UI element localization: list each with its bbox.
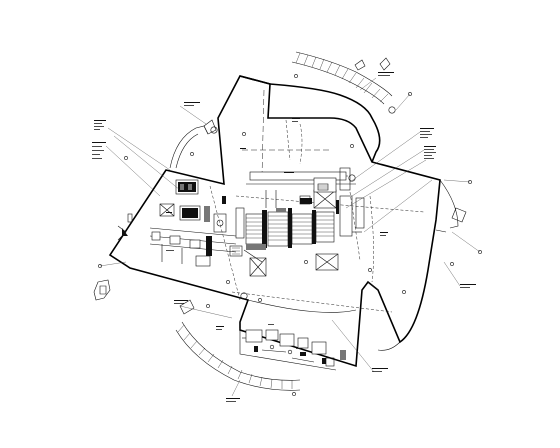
left-equipment-room bbox=[149, 179, 237, 267]
callout-circles bbox=[210, 106, 396, 300]
lower-right-curve bbox=[367, 281, 401, 351]
upper-left-wing bbox=[169, 119, 217, 169]
point-markers bbox=[98, 74, 482, 396]
building-outline bbox=[108, 75, 441, 368]
bottom-service-rooms bbox=[239, 328, 346, 371]
bottom-hatch-band bbox=[175, 299, 301, 391]
top-hatch-band bbox=[291, 51, 393, 105]
left-small-details bbox=[93, 213, 133, 301]
annotation-marks bbox=[92, 72, 476, 402]
right-wing bbox=[435, 179, 467, 233]
central-core bbox=[229, 167, 356, 277]
leader-lines bbox=[99, 77, 481, 397]
right-section-rooms bbox=[313, 177, 365, 237]
